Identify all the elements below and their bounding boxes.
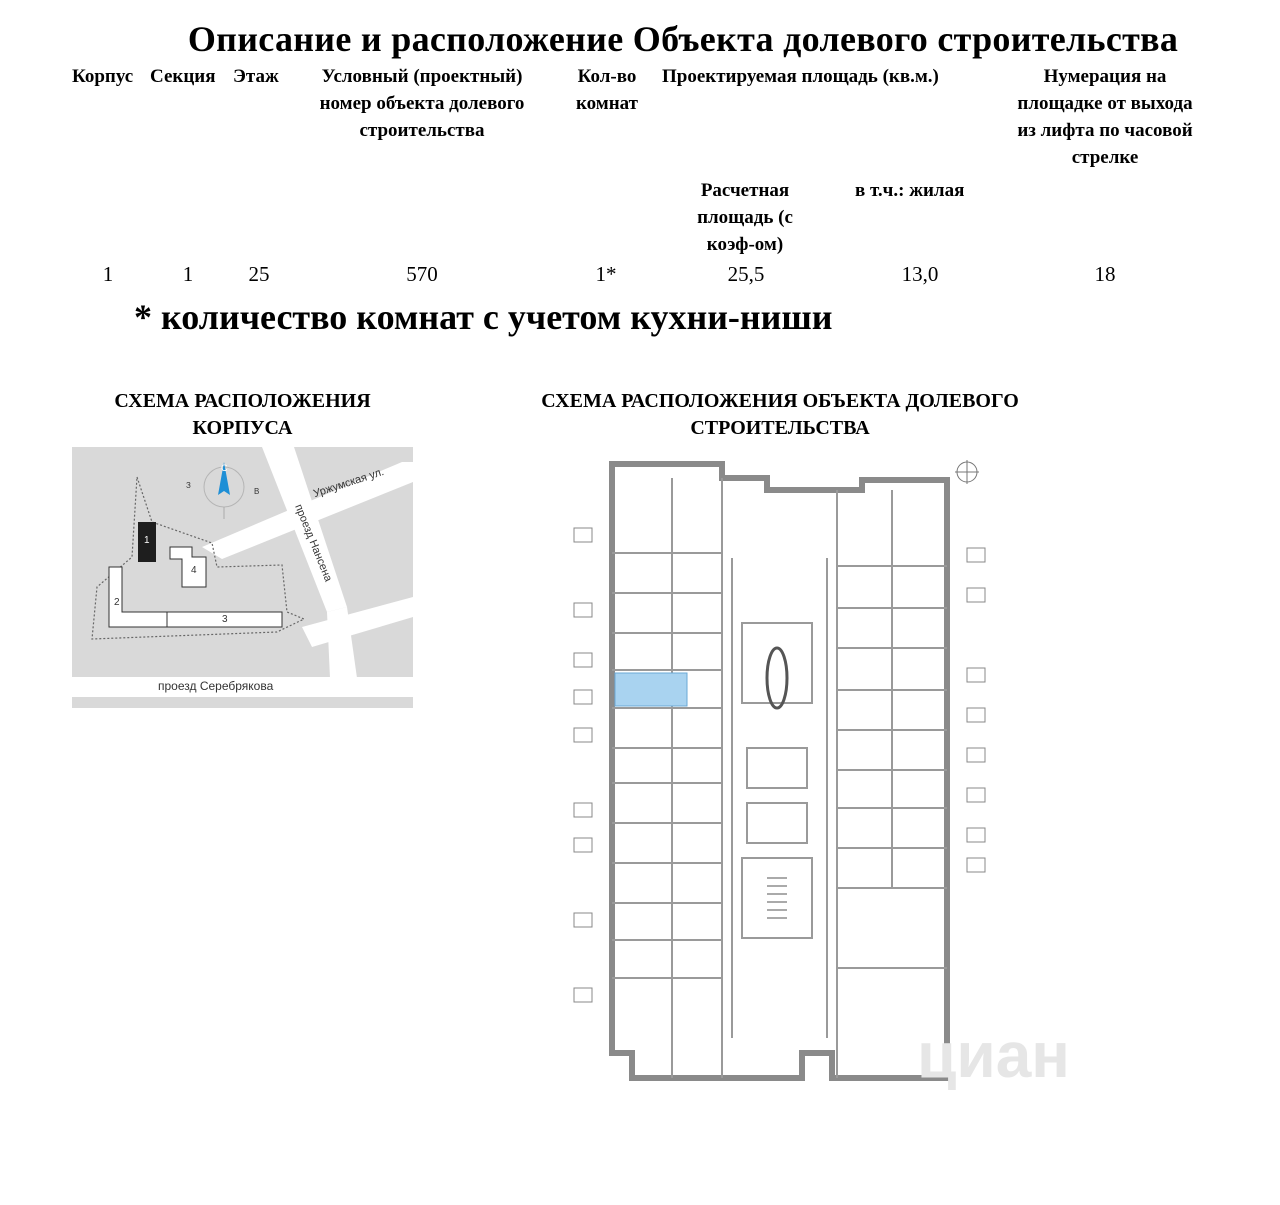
scheme-object-title-line1: СХЕМА РАСПОЛОЖЕНИЯ ОБЪЕКТА ДОЛЕВОГО (541, 390, 1019, 412)
header-sekciya: Секция (150, 66, 216, 87)
header-nomer: Условный (проектный) номер объекта долев… (296, 63, 548, 144)
header-korpus: Корпус (72, 66, 134, 87)
footnote: * количество комнат с учетом кухни-ниши (134, 297, 833, 337)
side-markers (573, 527, 986, 1003)
header-nomer-line1: Условный (проектный) (321, 66, 523, 87)
header-komnat: Кол-во комнат (562, 63, 652, 117)
building-4-label: 4 (191, 565, 197, 576)
floor-plan-svg (573, 460, 986, 1081)
highlighted-unit (614, 672, 688, 707)
building-1-label: 1 (144, 535, 150, 546)
header-etazh: Этаж (233, 66, 279, 87)
value-zhilaya: 13,0 (901, 262, 939, 286)
page-title: Описание и расположение Объекта долевого… (187, 19, 1179, 59)
scheme-korpus-title-line1: СХЕМА РАСПОЛОЖЕНИЯ (114, 390, 371, 412)
building-2-3 (108, 566, 283, 628)
header-raschet: Расчетная площадь (с коэф-ом) (680, 177, 810, 258)
header-raschet-line2: площадь (с (697, 207, 793, 228)
header-numeraciya: Нумерация на площадке от выхода из лифта… (996, 63, 1214, 171)
value-etazh: 25 (248, 262, 270, 286)
watermark: циан (917, 1019, 1070, 1091)
header-numeraciya-line1: Нумерация на (1043, 66, 1167, 87)
compass-needle (218, 462, 230, 495)
header-zhilaya: в т.ч.: жилая (855, 180, 965, 201)
header-nomer-line2: номер объекта долевого (319, 93, 525, 114)
building-1 (138, 522, 156, 562)
header-komnat-line2: комнат (575, 93, 639, 114)
scheme-korpus-title: СХЕМА РАСПОЛОЖЕНИЯ КОРПУСА (72, 388, 413, 442)
header-raschet-line1: Расчетная (700, 180, 790, 201)
value-nomer: 570 (406, 262, 438, 286)
scheme-object-title-line2: СТРОИТЕЛЬСТВА (690, 417, 870, 439)
site-map: С З В Уржумская ул. проезд Нансена проез… (72, 447, 413, 708)
stair-upper (765, 646, 789, 710)
building-2-label: 2 (114, 597, 120, 608)
value-korpus: 1 (102, 262, 114, 286)
header-komnat-line1: Кол-во (577, 66, 637, 87)
core (731, 558, 828, 1038)
site-map-svg (72, 447, 413, 697)
header-numeraciya-line2: площадке от выхода (1017, 93, 1193, 114)
stair-lower (767, 877, 787, 919)
plot-boundary (91, 476, 306, 640)
value-numeraciya: 18 (1094, 262, 1116, 286)
road-side (302, 597, 413, 647)
header-nomer-line3: строительства (359, 120, 485, 141)
value-raschet: 25,5 (727, 262, 765, 286)
road-serebryakova (72, 677, 413, 697)
road-nansena (262, 447, 347, 612)
right-units (836, 490, 947, 1078)
header-numeraciya-line4: стрелке (1071, 147, 1139, 168)
value-sekciya: 1 (182, 262, 194, 286)
building-3-label: 3 (222, 614, 228, 625)
scheme-korpus-title-line2: КОРПУСА (192, 417, 293, 439)
compass-e-label: В (254, 487, 260, 496)
header-ploshad: Проектируемая площадь (кв.м.) (662, 66, 939, 87)
left-units (612, 478, 723, 1078)
value-komnat: 1* (595, 262, 617, 286)
building-4 (169, 546, 207, 588)
compass-w-label: З (186, 481, 191, 490)
compass-n-label: С (221, 463, 228, 473)
header-raschet-line3: коэф-ом) (706, 234, 784, 255)
floor-plan: циан (572, 458, 1070, 1118)
road-urzhumskaya (202, 462, 413, 559)
outer-walls (609, 461, 950, 1081)
street-serebryakova: проезд Серебрякова (158, 679, 274, 693)
header-numeraciya-line3: из лифта по часовой (1017, 120, 1193, 141)
scheme-object-title: СХЕМА РАСПОЛОЖЕНИЯ ОБЪЕКТА ДОЛЕВОГО СТРО… (480, 388, 1080, 442)
